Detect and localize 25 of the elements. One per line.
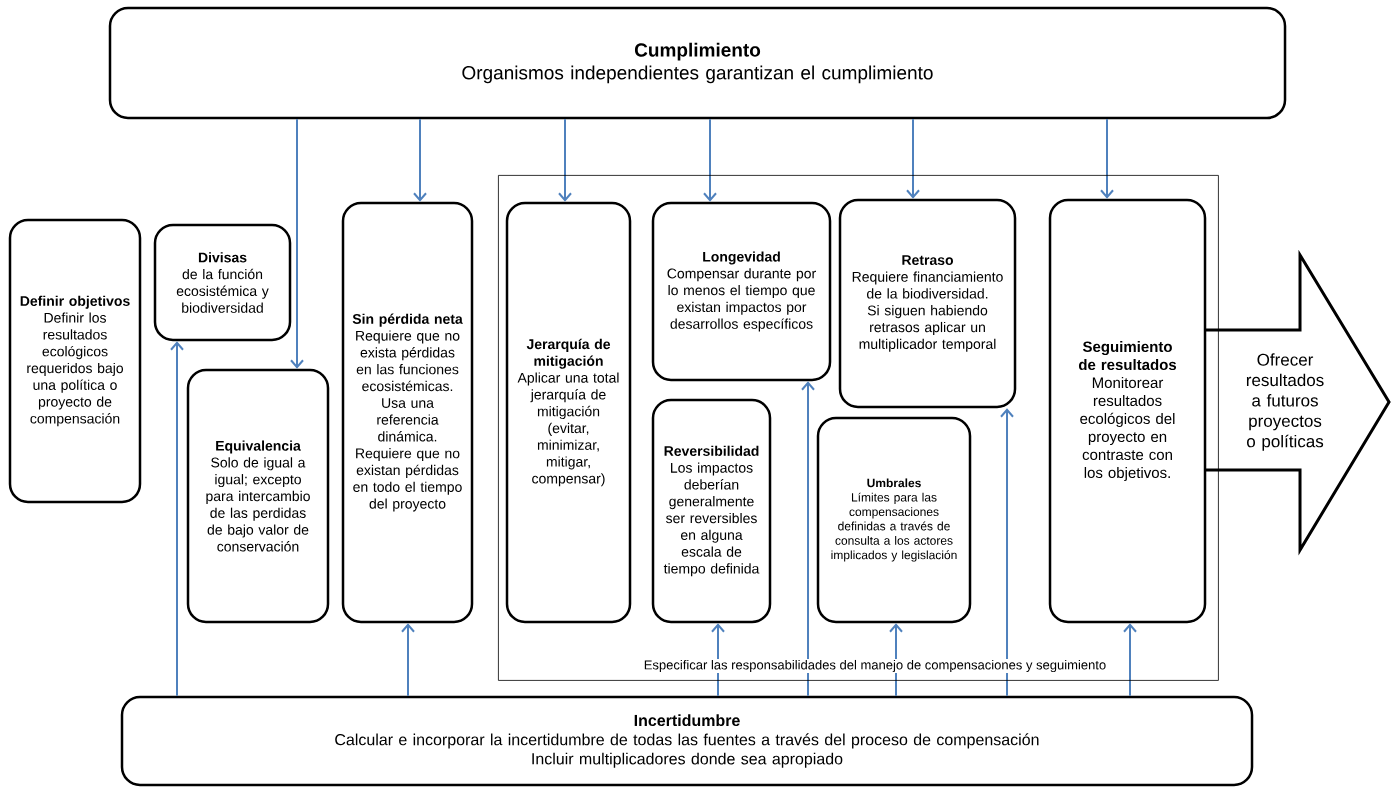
arrow [558, 118, 572, 202]
rounded-box: Equivalencia Solo de igual a igual; excepto para intercambio de las perdidas de bajo valor de conservación [186, 368, 330, 624]
rounded-box: Divisas de la función ecosistémica y biodiversidad [153, 223, 292, 342]
arrow [170, 341, 184, 697]
rounded-box: Umbrales Límites para las compensaciones definidas a través de consulta a los actores implicados y legislación [816, 416, 972, 624]
rounded-box: Sin pérdida neta Requiere que no exista pérdidas en las funciones ecosistémicas. Usa una referencia dinámica. Requiere que no existan pérdidas en todo el tiempo del proyecto [341, 201, 474, 624]
arrow [889, 623, 903, 697]
rounded-box: Definir objetivos Definir los resultados ecológicos requeridos bajo una política o proyecto de compensación [8, 218, 142, 504]
arrow [711, 623, 725, 697]
arrow [413, 118, 427, 202]
rounded-box: Seguimiento de resultados Monitorear resultados ecológicos del proyecto en contraste con los objetivos. [1048, 198, 1207, 624]
arrow [1123, 623, 1137, 697]
arrow [401, 623, 415, 697]
rounded-box: Jerarquía de mitigación Aplicar una total jerarquía de mitigación (evitar, minimizar, mitigar, compensar) [505, 201, 632, 624]
arrow [801, 381, 815, 697]
rounded-box: Incertidumbre Calcular e incorporar la incertidumbre de todas las fuentes a través del proceso de compensación Incluir multiplicadores donde sea apropiado [120, 695, 1254, 787]
rounded-box: Retraso Requiere financiamiento de la biodiversidad. Si siguen habiendo retrasos aplicar un multiplicador temporal [838, 198, 1017, 409]
arrow [703, 118, 717, 202]
arrow [1000, 408, 1014, 697]
rounded-box: Reversibilidad Los impactos deberían generalmente ser reversibles en alguna escala de tiempo definida [651, 398, 772, 624]
rounded-box: Cumplimiento Organismos independientes garantizan el cumplimiento [108, 6, 1287, 120]
arrow [906, 118, 920, 199]
arrow [290, 118, 304, 369]
rounded-box: Longevidad Compensar durante por lo menos el tiempo que existan impactos por desarrollos específicos [651, 201, 832, 382]
arrow [1100, 118, 1114, 199]
